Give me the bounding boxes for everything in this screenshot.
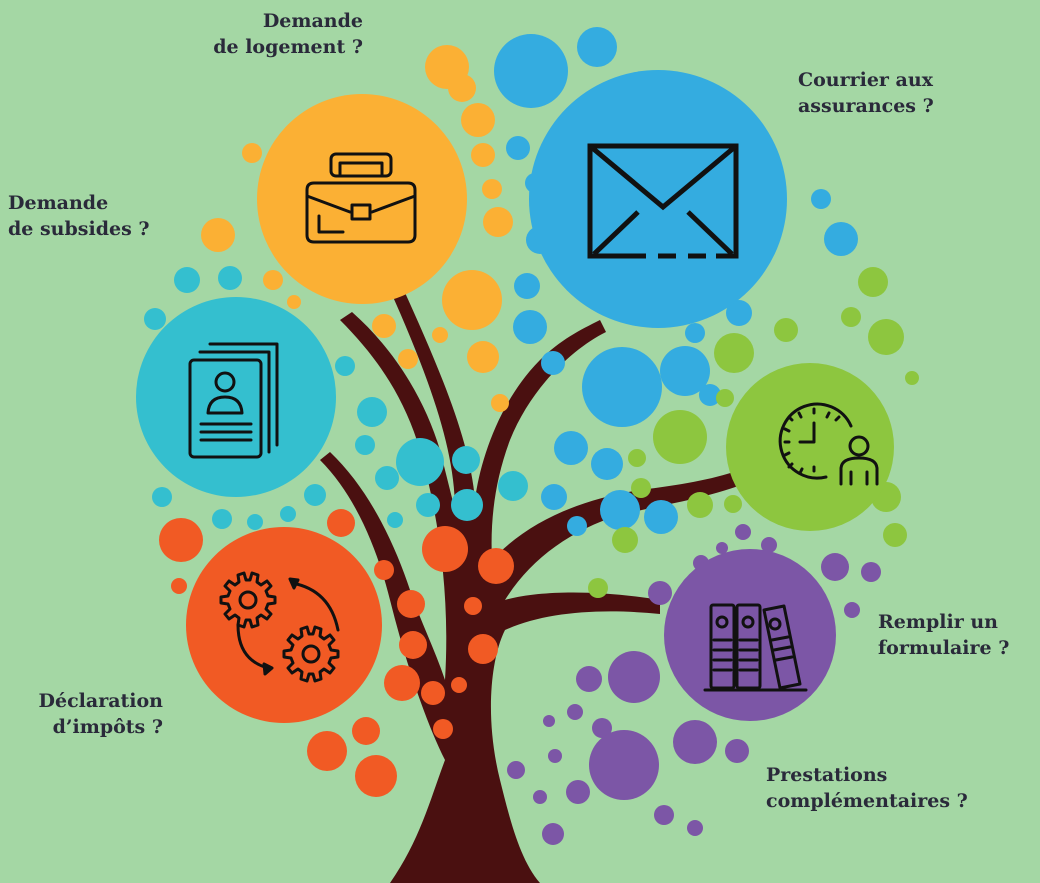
label-courrier-assurances: Courrier aux assurances ? bbox=[798, 67, 934, 119]
blue-bubbles bbox=[494, 27, 752, 536]
label-declaration-impots: Déclaration d’impôts ? bbox=[39, 688, 163, 740]
label-line: Déclaration bbox=[38, 690, 163, 712]
label-remplir-formulaire: Remplir un formulaire ? bbox=[878, 609, 1009, 661]
light-blue-dots bbox=[811, 189, 858, 256]
label-line: de logement ? bbox=[213, 36, 363, 58]
logement-circle bbox=[257, 94, 467, 304]
label-line: Demande bbox=[262, 10, 363, 32]
assurances-circle bbox=[529, 70, 787, 328]
binders-icon bbox=[703, 603, 808, 692]
label-demande-subsides: Demande de subsides ? bbox=[8, 190, 150, 242]
teal-bubbles bbox=[144, 266, 528, 530]
yellow-bubbles bbox=[201, 45, 513, 412]
profile-documents-icon bbox=[188, 342, 279, 459]
label-demande-logement: Demande de logement ? bbox=[213, 8, 363, 60]
label-line: assurances ? bbox=[798, 95, 934, 117]
prestations-circle bbox=[664, 549, 836, 721]
label-line: Courrier aux bbox=[798, 69, 934, 91]
label-line: Prestations bbox=[766, 764, 888, 786]
subsides-circle bbox=[136, 297, 336, 497]
clock-person-icon bbox=[778, 402, 879, 486]
label-line: Remplir un bbox=[878, 611, 998, 633]
impots-circle bbox=[186, 527, 382, 723]
label-line: Demande bbox=[8, 192, 109, 214]
label-line: d’impôts ? bbox=[52, 716, 163, 738]
formulaire-circle bbox=[726, 363, 894, 531]
label-line: de subsides ? bbox=[8, 218, 150, 240]
label-line: formulaire ? bbox=[878, 637, 1010, 659]
red-bubbles bbox=[159, 509, 514, 797]
gears-cycle-icon bbox=[219, 571, 340, 683]
purple-bubbles bbox=[507, 524, 881, 845]
label-line: complémentaires ? bbox=[766, 790, 968, 812]
tree-trunk bbox=[320, 286, 744, 883]
label-prestations-complementaires: Prestations complémentaires ? bbox=[766, 762, 968, 814]
green-bubbles bbox=[588, 267, 919, 598]
briefcase-icon bbox=[305, 152, 417, 244]
envelope-icon bbox=[587, 143, 739, 260]
